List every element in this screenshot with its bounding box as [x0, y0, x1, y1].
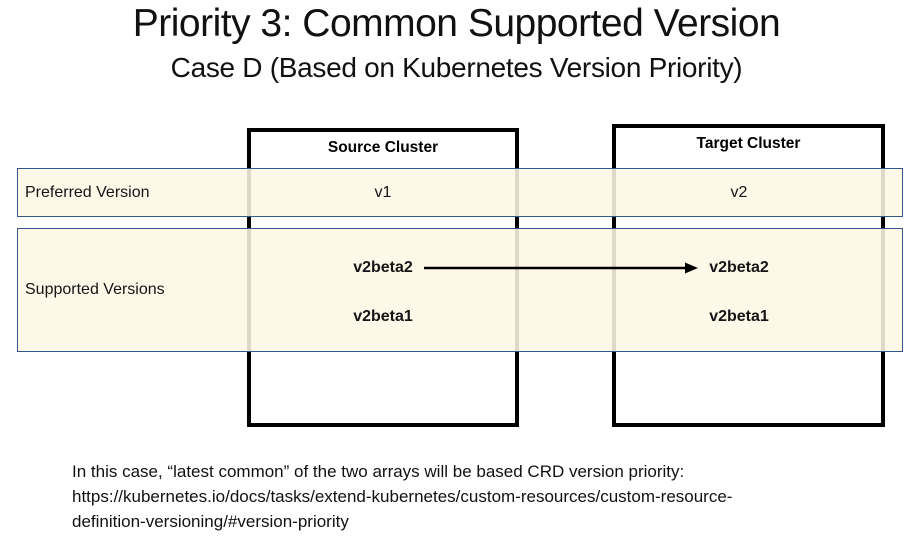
source-preferred-version: v1 — [374, 184, 392, 201]
footer-line: In this case, “latest common” of the two… — [72, 462, 685, 481]
slide-subtitle: Case D (Based on Kubernetes Version Prio… — [170, 52, 743, 83]
target-supported-version-1: v2beta2 — [709, 259, 769, 276]
footer-line-url: definition-versioning/#version-priority — [72, 512, 349, 531]
target-supported-version-2: v2beta1 — [709, 308, 769, 325]
target-cluster-label: Target Cluster — [696, 135, 801, 152]
source-cluster-label: Source Cluster — [327, 139, 439, 156]
preferred-version-band — [17, 168, 903, 217]
slide-title: Priority 3: Common Supported Version — [132, 2, 781, 45]
footer-note: In this case, “latest common” of the two… — [72, 459, 872, 534]
version-mapping-arrow-icon — [424, 262, 698, 274]
preferred-version-row-label: Preferred Version — [25, 183, 150, 201]
supported-versions-row-label: Supported Versions — [25, 281, 165, 298]
source-supported-version-2: v2beta1 — [353, 308, 413, 325]
footer-line-url: https://kubernetes.io/docs/tasks/extend-… — [72, 487, 733, 506]
supported-versions-band — [17, 228, 903, 352]
source-supported-version-1: v2beta2 — [353, 259, 413, 276]
target-preferred-version: v2 — [730, 184, 748, 201]
